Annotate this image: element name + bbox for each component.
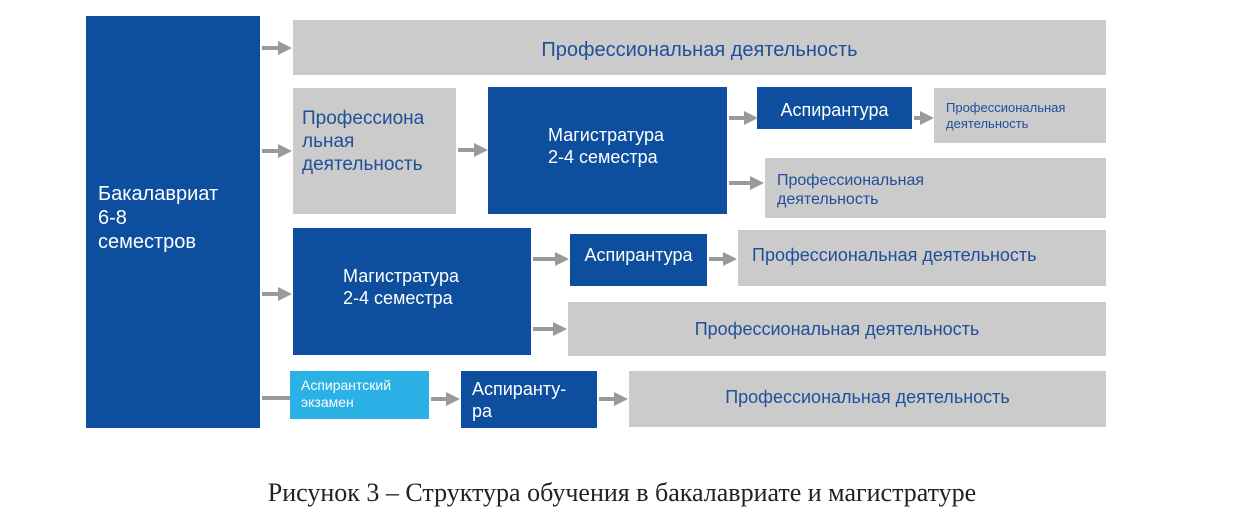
prof-activity-row2: Профессиона льная деятельность: [293, 88, 456, 214]
arrow-asp-prof-row2: [914, 111, 934, 125]
aspirantura-box-row2: Аспирантура: [757, 87, 912, 129]
prof-activity-row2-small-label: Профессиональная деятельность: [946, 100, 1066, 131]
arrow-prof-masters-row2: [458, 143, 488, 157]
prof-activity-row3-asp-label: Профессиональная деятельность: [752, 245, 1037, 265]
aspirantura-row3-label: Аспирантура: [584, 245, 693, 265]
arrow-exam-asp-row4: [431, 392, 460, 406]
masters-row3-label: Магистратура 2-4 семестра: [343, 266, 459, 308]
arrow-masters-asp-row2: [729, 111, 758, 125]
prof-activity-row2-masters-label: Профессиональная деятельность: [777, 172, 924, 209]
arrow-asp-prof-row3: [709, 252, 737, 266]
aspirantura-row2-label: Аспирантура: [780, 100, 889, 120]
prof-activity-row3-asp: Профессиональная деятельность: [738, 230, 1106, 286]
masters-box-row2: Магистратура 2-4 семестра: [488, 87, 727, 214]
line-bachelor-exam: [262, 396, 290, 400]
prof-activity-row4-label: Профессиональная деятельность: [725, 387, 1010, 407]
arrow-masters-prof-row3: [533, 322, 567, 336]
bachelor-box: Бакалавриат 6-8 семестров: [86, 16, 260, 428]
masters-row2-label: Магистратура 2-4 семестра: [548, 125, 664, 167]
prof-activity-row3-masters: Профессиональная деятельность: [568, 302, 1106, 356]
prof-activity-row4: Профессиональная деятельность: [629, 371, 1106, 427]
prof-activity-row3-masters-label: Профессиональная деятельность: [694, 319, 980, 339]
arrow-masters-prof-row2: [729, 176, 764, 190]
bachelor-label: Бакалавриат 6-8 семестров: [98, 183, 219, 253]
arrow-masters-asp-row3: [533, 252, 569, 266]
figure-caption: Рисунок 3 – Структура обучения в бакалав…: [267, 478, 977, 507]
arrow-asp-prof-row4: [599, 392, 628, 406]
masters-box-row3: Магистратура 2-4 семестра: [293, 228, 531, 355]
aspirantura-box-row4: Аспиранту- ра: [461, 371, 597, 428]
aspirant-exam-label: Аспирантский экзамен: [301, 377, 392, 410]
arrow-bachelor-masters-row3: [262, 287, 292, 301]
prof-activity-row2-small: Профессиональная деятельность: [934, 88, 1106, 143]
prof-activity-row2-masters: Профессиональная деятельность: [765, 158, 1106, 218]
prof-activity-top: Профессиональная деятельность: [293, 20, 1106, 75]
arrow-bachelor-prof-top: [262, 41, 292, 55]
prof-activity-row2-label: Профессиона льная деятельность: [302, 108, 425, 175]
aspirantura-row4-label: Аспиранту- ра: [472, 379, 567, 421]
aspirantura-box-row3: Аспирантура: [570, 234, 707, 286]
arrow-bachelor-prof-row2: [262, 144, 292, 158]
prof-activity-top-label: Профессиональная деятельность: [541, 39, 858, 61]
aspirant-exam-box: Аспирантский экзамен: [290, 371, 429, 419]
